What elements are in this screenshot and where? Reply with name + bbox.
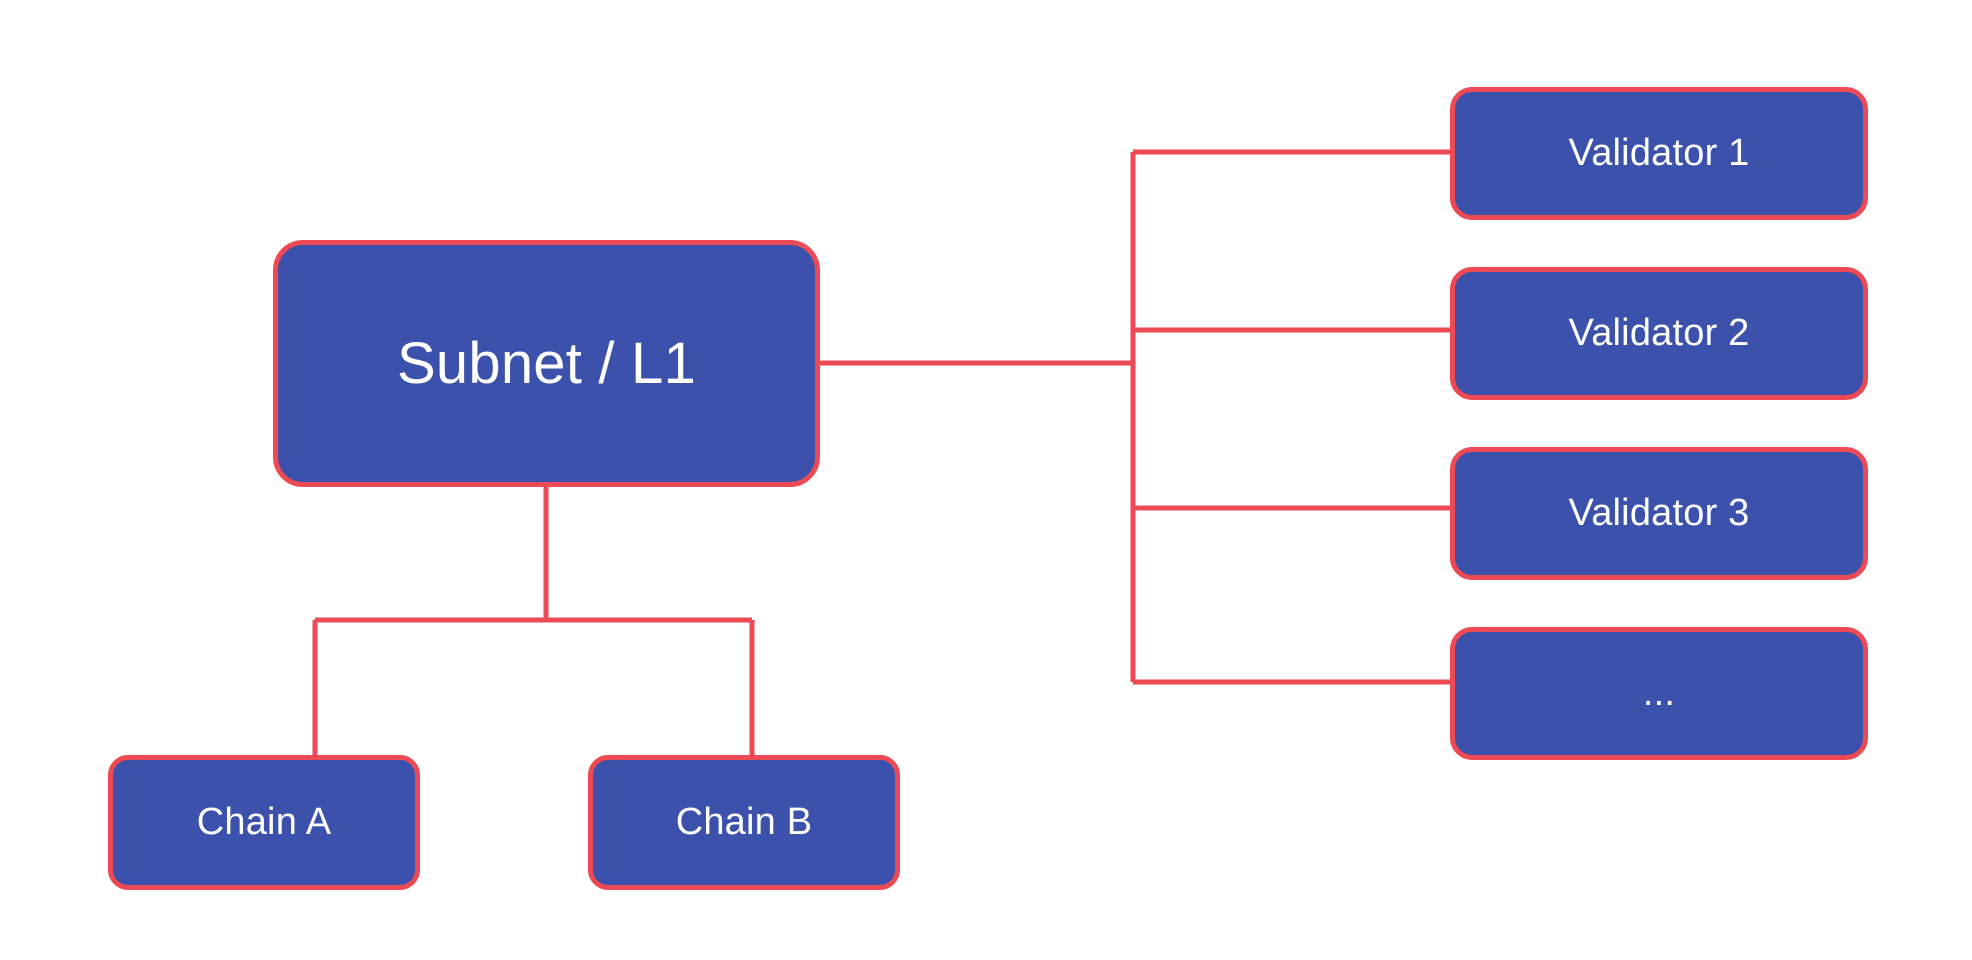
- node-chain-a-label: Chain A: [196, 800, 332, 843]
- node-validator-ellipsis-label: ...: [1642, 671, 1676, 714]
- node-subnet-l1[interactable]: Subnet / L1: [273, 240, 820, 487]
- node-validator-ellipsis[interactable]: ...: [1450, 627, 1868, 760]
- node-validator-1-label: Validator 1: [1568, 131, 1750, 174]
- node-validator-2[interactable]: Validator 2: [1450, 267, 1868, 400]
- node-validator-3[interactable]: Validator 3: [1450, 447, 1868, 580]
- node-chain-b[interactable]: Chain B: [588, 755, 900, 890]
- node-subnet-l1-label: Subnet / L1: [397, 330, 696, 396]
- node-chain-a[interactable]: Chain A: [108, 755, 420, 890]
- node-validator-3-label: Validator 3: [1568, 491, 1750, 534]
- node-validator-1[interactable]: Validator 1: [1450, 87, 1868, 220]
- node-validator-2-label: Validator 2: [1568, 311, 1750, 354]
- node-chain-b-label: Chain B: [675, 800, 813, 843]
